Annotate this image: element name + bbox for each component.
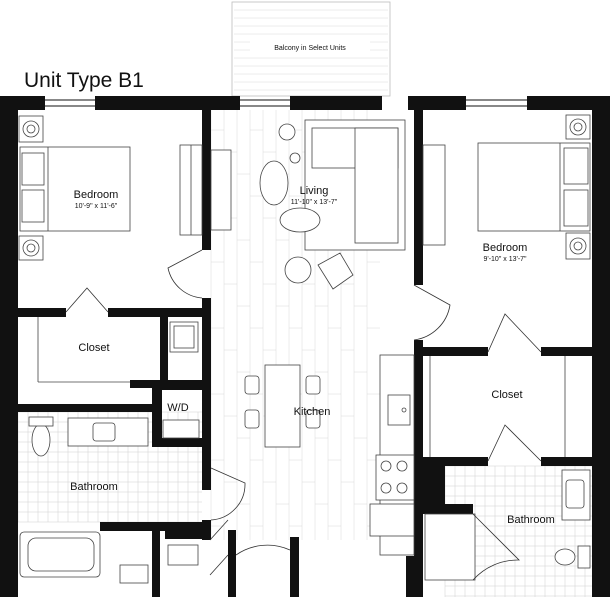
bathroom-right-fixtures [424, 469, 591, 581]
nightstand-lamp-right-top [565, 114, 591, 140]
bedroom-left-label: Bedroom [74, 189, 119, 201]
living-label: Living [300, 185, 329, 197]
bedroom-right-label: Bedroom [483, 242, 528, 254]
kitchen-island [244, 364, 321, 448]
bed-left [19, 146, 131, 232]
doors [65, 249, 542, 581]
closet-left [37, 317, 199, 383]
kitchen-label: Kitchen [294, 406, 331, 418]
kitchen-counter [369, 354, 415, 556]
living-dims: 11'-10" x 13'-7" [291, 199, 338, 206]
nightstand-lamp-left-bottom [18, 235, 44, 261]
bathroom-left-label: Bathroom [70, 481, 118, 493]
bed-right [477, 142, 591, 232]
bedroom-right-dims: 9'-10" x 13'-7" [483, 256, 527, 263]
balcony-label: Balcony in Select Units [274, 45, 346, 52]
dresser-right [422, 144, 446, 246]
bathroom-right-label: Bathroom [507, 514, 555, 526]
washer-dryer [162, 419, 200, 439]
bathroom-left-fixtures [19, 416, 199, 584]
closet-right-label: Closet [491, 389, 522, 401]
nightstand-lamp-right-bottom [565, 232, 591, 260]
wd-label: W/D [167, 402, 188, 414]
unit-title: Unit Type B1 [24, 69, 144, 92]
closet-left-label: Closet [78, 342, 109, 354]
side-table [284, 256, 312, 284]
tv-console [210, 149, 232, 231]
balcony: Balcony in Select Units [231, 1, 391, 97]
bedroom-left-dims: 10'-9" x 11'-6" [75, 203, 118, 210]
walls [0, 96, 610, 597]
sofa [304, 119, 406, 251]
closet-right [429, 356, 566, 457]
nightstand-lamp-left-top [18, 115, 44, 143]
lounge-chairs [259, 123, 321, 233]
accent-chair [317, 252, 354, 290]
